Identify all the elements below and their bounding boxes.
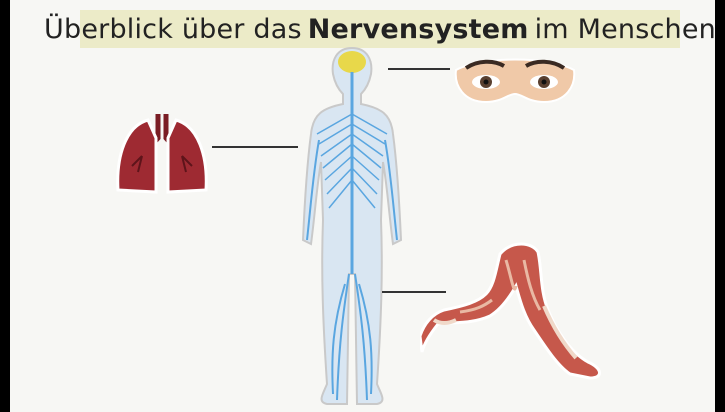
body-nervous-system-illustration	[297, 44, 407, 410]
eyes-pointer-line	[388, 68, 450, 70]
leg-muscle-illustration	[420, 240, 610, 382]
eyes-illustration	[452, 52, 578, 106]
title-text-highlight: Nervensystem	[308, 14, 529, 45]
lungs-illustration	[112, 108, 212, 198]
lungs-pointer-line	[212, 146, 298, 148]
whiteboard: Überblick über das Nervensystem im Mensc…	[10, 0, 715, 412]
title-text-end: im Menschen	[535, 14, 715, 45]
title-banner: Überblick über das Nervensystem im Mensc…	[80, 10, 680, 48]
title-text-start: Überblick über das	[44, 14, 302, 45]
